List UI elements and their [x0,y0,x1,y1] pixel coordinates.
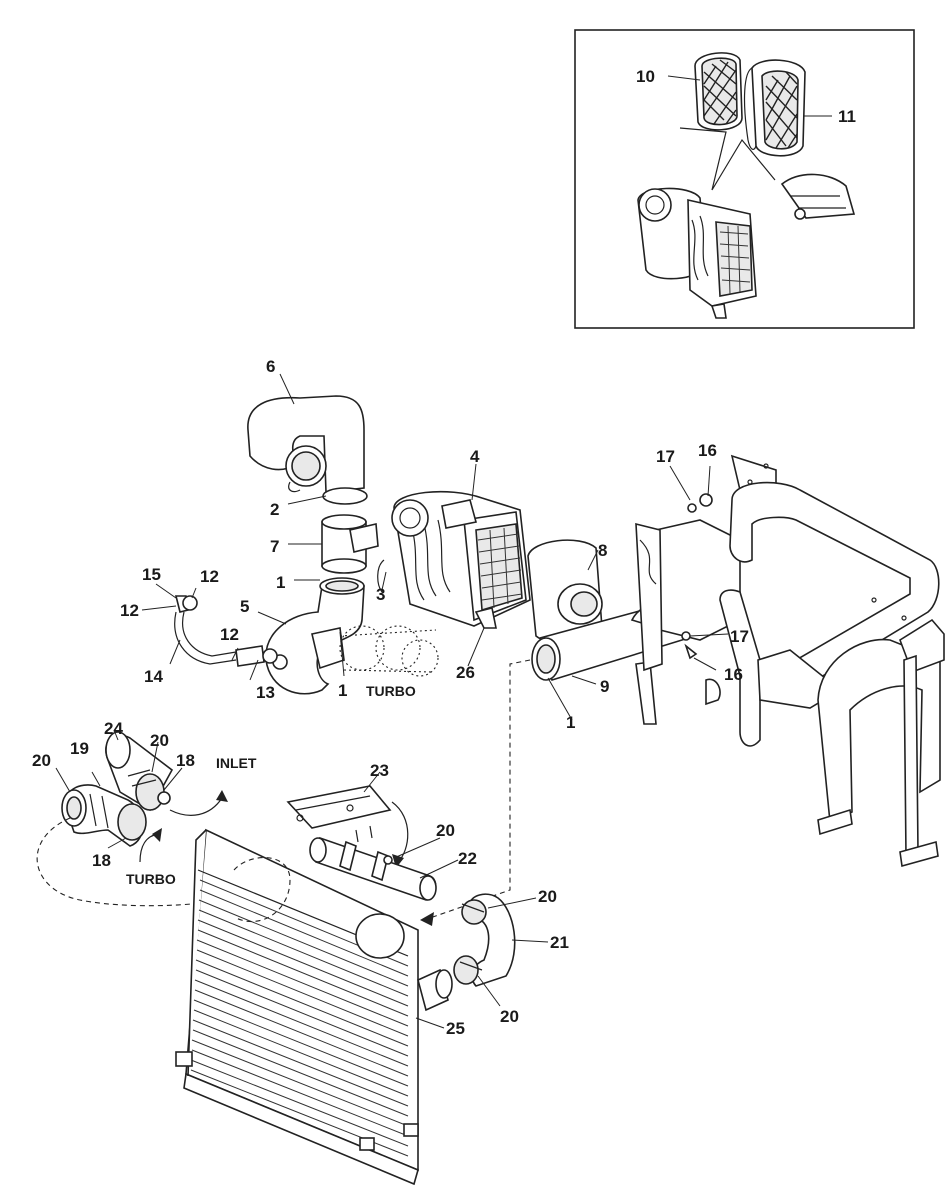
callout-5: 5 [240,597,249,616]
heat-shield [286,785,392,843]
callout-1-top: 1 [276,573,285,592]
callout-13: 13 [256,683,275,702]
inner-filter-element [743,59,806,157]
callout-18-a: 18 [176,751,195,770]
callout-9: 9 [600,677,609,696]
callout-19: 19 [70,739,89,758]
callout-4: 4 [470,447,480,466]
callout-25: 25 [446,1019,465,1038]
charge-air-cooler [175,828,453,1186]
leader-lines [55,75,832,1029]
support-frame [705,454,945,868]
inset-housing [637,187,757,319]
turbo-ghost [339,625,439,677]
callout-2: 2 [270,500,279,519]
callout-20-e: 20 [500,1007,519,1026]
outer-filter-element [694,52,743,131]
callout-3: 3 [376,585,385,604]
callout-16-bottom: 16 [724,665,743,684]
elbow-hose [265,577,365,695]
callout-22: 22 [458,849,477,868]
crossover-tube [247,395,368,505]
callout-15: 15 [142,565,161,584]
adapter-tube [321,514,379,574]
callout-8: 8 [598,541,607,560]
vent-line [174,595,278,667]
callout-21: 21 [550,933,569,952]
turbo-arrow [139,833,159,863]
callout-1-right: 1 [566,713,575,732]
callout-14: 14 [144,667,163,686]
callout-7: 7 [270,537,279,556]
callout-10: 10 [636,67,655,86]
charge-air-elbow [453,893,516,987]
callout-17-top: 17 [656,447,675,466]
inset-filter-detail [574,29,915,329]
mounting-bracket [635,493,741,672]
callout-20-d: 20 [538,887,557,906]
callout-11: 11 [838,107,856,126]
callout-20-a: 20 [150,731,169,750]
callout-20-c: 20 [436,821,455,840]
callout-23: 23 [370,761,389,780]
callout-1-mid: 1 [338,681,347,700]
callout-20-b: 20 [32,751,51,770]
turbo-hose-upper [105,731,174,812]
callout-26: 26 [456,663,475,682]
charge-air-tube [309,836,437,901]
callout-18-b: 18 [92,851,111,870]
turbo-label-upper: TURBO [366,683,416,699]
callout-17-bottom: 17 [730,627,749,646]
inlet-arrow [169,797,223,816]
air-cleaner [377,490,531,629]
inset-bracket [780,173,856,220]
callout-labels: 10 11 6 2 7 1 5 3 1 4 8 26 9 1 17 16 17 … [32,67,856,1038]
turbo-label-lower: TURBO [126,871,176,887]
callout-6: 6 [266,357,275,376]
turbo-hose-lower [61,784,147,847]
callout-12-a: 12 [200,567,219,586]
callout-12-c: 12 [220,625,239,644]
callout-12-b: 12 [120,601,139,620]
callout-24: 24 [104,719,123,738]
inlet-label: INLET [216,755,257,771]
callout-16-top: 16 [698,441,717,460]
